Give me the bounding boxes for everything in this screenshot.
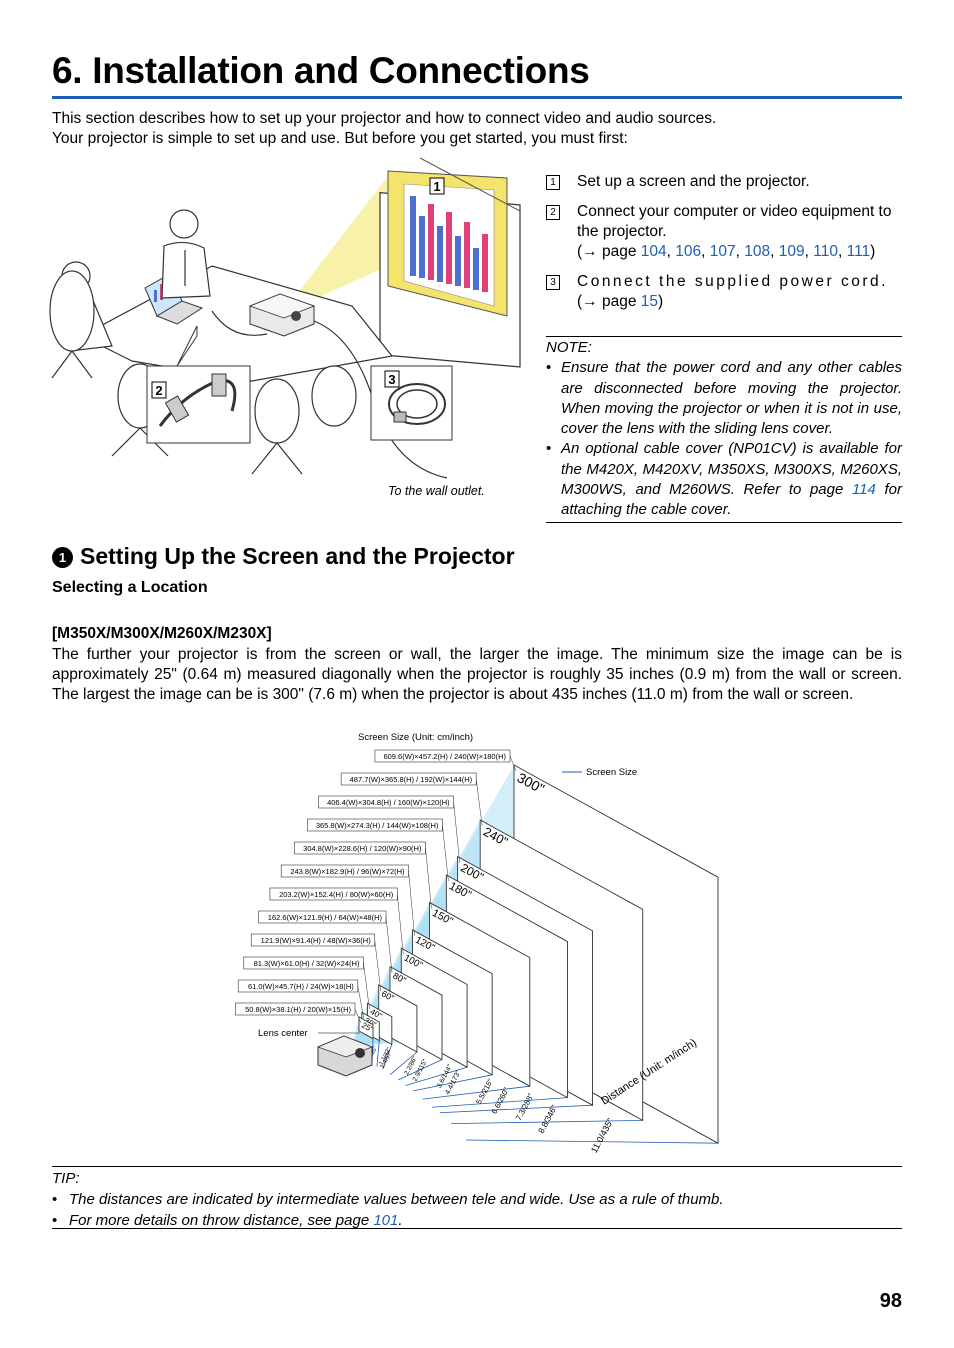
- page-ref-open: (→ page: [577, 243, 641, 260]
- tip-block: TIP: The distances are indicated by inte…: [52, 1168, 902, 1231]
- wall-outlet-label: To the wall outlet.: [388, 484, 485, 498]
- svg-text:1: 1: [433, 179, 440, 194]
- distance-line: [465, 1139, 719, 1144]
- note-top-rule: [546, 336, 902, 337]
- screen-dimension-label: 406.4(W)×304.8(H) / 160(W)×120(H): [327, 798, 450, 807]
- intro-line-2: Your projector is simple to set up and u…: [52, 130, 628, 147]
- page-ref-close: ): [870, 243, 876, 260]
- steps-list: 1 Set up a screen and the projector. 2 C…: [546, 172, 902, 322]
- step-text: Connect your computer or video equipment…: [577, 203, 892, 240]
- distance-line: [397, 1059, 443, 1081]
- screen-dimension-box: [293, 841, 426, 855]
- subheading: Selecting a Location: [52, 579, 208, 596]
- step-text: Set up a screen and the projector.: [577, 173, 810, 190]
- page-link-111[interactable]: 111: [846, 243, 871, 260]
- distance-line: [376, 1040, 380, 1067]
- page-link-107[interactable]: 107: [709, 243, 736, 260]
- distance-line: [451, 1120, 643, 1125]
- screen-dimension-label: 304.8(W)×228.6(H) / 120(W)×90(H): [303, 844, 422, 853]
- step-number: 2: [546, 205, 560, 220]
- page-link-15[interactable]: 15: [640, 293, 659, 310]
- projector-icon: [248, 293, 316, 337]
- step-text: Connect the supplied power cord.: [577, 273, 888, 290]
- lens-center-label: Lens center: [258, 1028, 308, 1039]
- svg-text:3: 3: [388, 372, 395, 387]
- section-heading: 1 Setting Up the Screen and the Projector: [52, 543, 515, 570]
- step-number: 3: [546, 275, 560, 290]
- screen-outline: [358, 1016, 374, 1040]
- screen-dimension-label: 81.3(W)×61.0(H) / 32(W)×24(H): [254, 959, 360, 968]
- page-link-110[interactable]: 110: [813, 243, 838, 260]
- note-label: NOTE:: [546, 339, 592, 356]
- screen-size-unit-label: Screen Size (Unit: cm/inch): [358, 732, 473, 743]
- step-1: 1 Set up a screen and the projector.: [546, 172, 902, 192]
- callout-2: 2: [151, 381, 167, 399]
- page-link-101[interactable]: 101: [373, 1212, 399, 1229]
- screen-dimension-label: 61.0(W)×45.7(H) / 24(W)×18(H): [248, 982, 354, 991]
- svg-text:2: 2: [155, 383, 162, 398]
- section-number: 1: [52, 547, 73, 568]
- screen-dimension-label: 121.9(W)×91.4(H) / 48(W)×36(H): [261, 936, 372, 945]
- setup-illustration: 1 2 3 To the wall outlet.: [49, 157, 521, 498]
- page-link-114[interactable]: 114: [851, 481, 876, 499]
- intro-line-1: This section describes how to set up you…: [52, 110, 717, 127]
- screen-dimension-label: 203.2(W)×152.4(H) / 80(W)×60(H): [279, 890, 394, 899]
- step-3: 3 Connect the supplied power cord. (→ pa…: [546, 272, 902, 312]
- distance-line: [413, 1074, 493, 1092]
- page-link-108[interactable]: 108: [744, 243, 771, 260]
- note-bottom-rule: [546, 522, 902, 523]
- throw-distance-diagram: 11.0/435"8.8/346"7.3/288"6.6/260"5.5/216…: [235, 732, 719, 1155]
- page-ref-close: ): [658, 293, 664, 310]
- screen-size-label: Screen Size: [586, 767, 637, 778]
- title-rule: [52, 96, 902, 99]
- distance-line: [390, 1051, 418, 1075]
- power-cord-inset: [370, 365, 453, 441]
- tip-top-rule: [52, 1166, 902, 1167]
- section-title: Setting Up the Screen and the Projector: [80, 543, 515, 569]
- projection-screen: [379, 157, 521, 368]
- tip-item: The distances are indicated by intermedi…: [52, 1189, 902, 1210]
- callout-3: 3: [384, 370, 400, 388]
- tip-label: TIP:: [52, 1170, 80, 1187]
- page-ref-open: (→ page: [577, 293, 641, 310]
- page-link-109[interactable]: 109: [778, 243, 805, 260]
- model-heading: [M350X/M300X/M260X/M230X]: [52, 625, 272, 642]
- body-paragraph: The further your projector is from the s…: [52, 646, 902, 703]
- distance-label: 11.0/435": [589, 1117, 615, 1155]
- step-number: 1: [546, 175, 560, 190]
- screen-dimension-label: 487.7(W)×365.8(H) / 192(W)×144(H): [350, 775, 473, 784]
- distance-line: [382, 1044, 393, 1070]
- distance-label: 7.3/288": [514, 1092, 536, 1122]
- page-title: 6. Installation and Connections: [52, 50, 590, 91]
- page-number: 98: [879, 1290, 902, 1312]
- distance-line: [439, 1104, 593, 1114]
- vga-cable-inset: [146, 325, 251, 444]
- screen-dimension-label: 50.8(W)×38.1(H) / 20(W)×15(H): [245, 1005, 351, 1014]
- tip-item: For more details on throw distance, see …: [52, 1210, 902, 1231]
- screen-dimension-label: 365.8(W)×274.3(H) / 144(W)×108(H): [316, 821, 439, 830]
- page-link-104[interactable]: 104: [640, 243, 667, 260]
- distance-line: [422, 1085, 530, 1100]
- note-block: NOTE: Ensure that the power cord and any…: [546, 338, 902, 521]
- screen-dimension-label: 162.6(W)×121.9(H) / 64(W)×48(H): [268, 913, 383, 922]
- screen-dimension-label: 609.6(W)×457.2(H) / 240(W)×180(H): [383, 752, 506, 761]
- screen-dimension-label: 243.8(W)×182.9(H) / 96(W)×72(H): [290, 867, 405, 876]
- note-item: Ensure that the power cord and any other…: [546, 358, 902, 439]
- step-2: 2 Connect your computer or video equipme…: [546, 202, 902, 262]
- callout-1: 1: [429, 177, 445, 195]
- projector-icon: [316, 1035, 374, 1077]
- distance-line: [405, 1066, 468, 1086]
- distance-label: 5.5/216": [474, 1077, 495, 1106]
- note-item: An optional cable cover (NP01CV) is avai…: [546, 439, 902, 520]
- distance-line: [432, 1097, 568, 1108]
- tip-bottom-rule: [52, 1228, 902, 1229]
- page-link-106[interactable]: 106: [675, 243, 702, 260]
